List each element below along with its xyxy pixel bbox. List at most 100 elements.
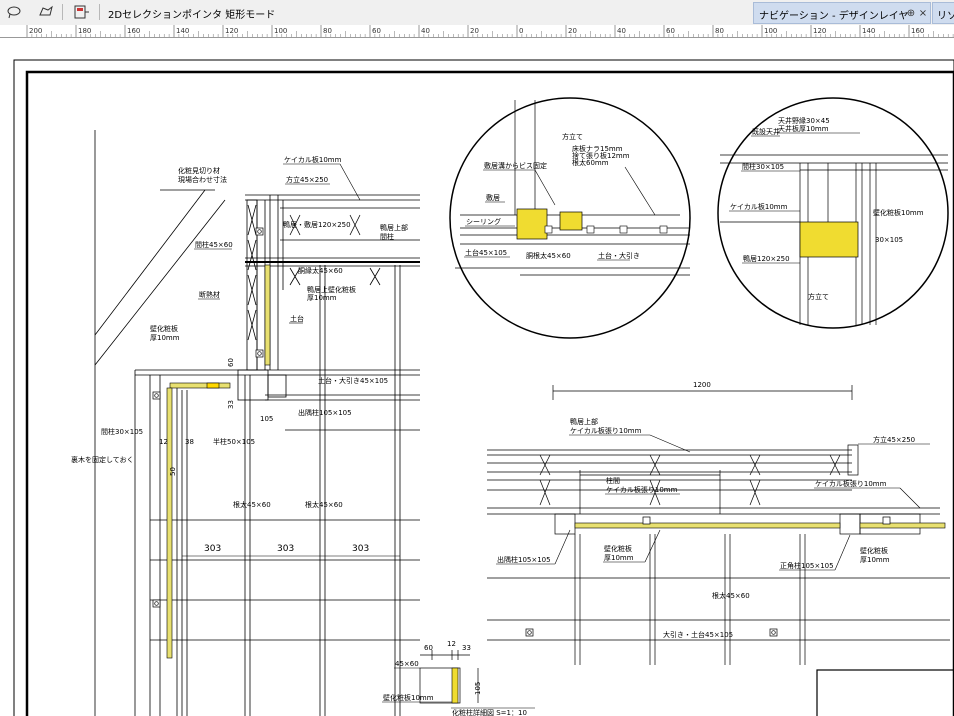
ruler-label: 20 [470, 27, 479, 35]
nedaki-2-label: 根太45×60 [233, 500, 271, 509]
ruler-label: 40 [421, 27, 430, 35]
resource-palette-header[interactable]: リソ [932, 2, 954, 24]
dim-60-label: 60 [227, 358, 235, 367]
ruler-label: 120 [225, 27, 238, 35]
ruler-label: 100 [764, 27, 777, 35]
kamoi-ue-kabe-label-2: 厚10mm [307, 294, 337, 302]
right-section-drawing [487, 385, 954, 716]
r-dim-1200: 1200 [693, 381, 711, 389]
nedaki-3-label: 根太45×60 [305, 500, 343, 509]
sd-size-45-60: 45×60 [395, 660, 419, 668]
keikaru-top-label: ケイカル板10mm [284, 155, 342, 164]
c1-shikii-bisu-label: 敷居溝からビス固定 [484, 161, 547, 170]
c1-yuka-label-1: 床板ナラ15mm [572, 144, 623, 153]
c1-shikii-label: 敷居 [486, 193, 500, 202]
c1-yuka-label-2: 捨て張り板12mm [572, 151, 630, 160]
mabashira-30-label: 間柱30×105 [101, 427, 143, 436]
nedaki-1-label: 胴縁太45×60 [298, 266, 343, 275]
ruler-label: 0 [519, 27, 523, 35]
sd-dim-12: 12 [447, 640, 456, 648]
genba-awase-label: 現場合わせ寸法 [178, 175, 227, 184]
sd-dim-33: 33 [462, 644, 471, 652]
c2-tatedate-label: 方立て [808, 292, 829, 301]
c1-yuka-label-3: 根太60mm [572, 158, 609, 167]
dim-50-label: 50 [169, 467, 177, 476]
polygon-select-button[interactable] [36, 3, 56, 21]
r-kabe-keshou-label-2: 厚10mm [604, 554, 634, 562]
kamoi-ue-label-2: 間柱 [380, 232, 394, 241]
dannetsu-label: 断熱材 [199, 290, 220, 299]
sd-dim-60: 60 [424, 644, 433, 652]
r-kabe-keshou-r-label-1: 壁化粧板 [860, 546, 888, 555]
cad-drawing: 化粧見切り材 現場合わせ寸法 ケイカル板10mm 方立45×250 鴨居・敷居1… [13, 59, 954, 716]
mode-bar: 2Dセレクションポインタ 矩形モード ナビゲーション - デザインレイヤ ⊕ ×… [0, 0, 954, 26]
ruler-label: 160 [127, 27, 140, 35]
navigation-palette-header[interactable]: ナビゲーション - デザインレイヤ ⊕ × [753, 2, 931, 24]
ruler-label: 40 [617, 27, 626, 35]
right-annotations: 1200 鴨居上部 ケイカル板張り10mm 方立45×250 柱間 ケイカル板張… [496, 381, 930, 639]
r-kamoi-ue-label-1: 鴨居上部 [570, 417, 598, 426]
ruler-label: 180 [78, 27, 91, 35]
c1-nedaki-label: 胴根太45×60 [526, 251, 571, 260]
c2-keikaru-label: ケイカル板10mm [730, 202, 788, 211]
c1-tatedate-label: 方立て [562, 132, 583, 141]
close-icon[interactable]: × [918, 7, 928, 19]
r-hashiramauchi-label-1: 柱間 [606, 476, 620, 485]
dim-12-label: 12 [159, 438, 168, 446]
sd-kabe-keshou: 壁化粧板10mm [383, 693, 434, 702]
lasso-select-button[interactable] [4, 3, 24, 21]
sd-caption: 化粧柱詳細図 S=1：10 [452, 708, 527, 716]
dim-303-c: 303 [352, 544, 369, 554]
left-section-drawing [94, 130, 420, 716]
ruler-label: 100 [274, 27, 287, 35]
dim-33-label: 33 [227, 400, 235, 409]
dodai-label: 土台 [290, 314, 304, 323]
anchor-markers-right [525, 516, 891, 637]
dim-105-label: 105 [260, 415, 273, 423]
r-tatedate-label: 方立45×250 [873, 435, 915, 444]
ruler-label: 60 [666, 27, 675, 35]
ruler-label: 80 [323, 27, 332, 35]
c1-dodai-obiki-label: 土台・大引き [598, 251, 640, 260]
dodai-obiki-label: 土台・大引き45×105 [318, 376, 388, 385]
uragi-label: 裏木を固定しておく [71, 455, 134, 464]
kabe-keshou-label-1: 壁化粧板 [150, 324, 178, 333]
polygon-select-icon [39, 5, 53, 16]
dim-303-b: 303 [277, 544, 294, 554]
kabe-keshou-label-2: 厚10mm [150, 334, 180, 342]
c2-kabe-keshou-label: 壁化粧板10mm [873, 208, 924, 217]
c2-tenjo-ita-label: 天井板厚10mm [778, 124, 829, 133]
detail-circle-2: 天井野縁30×45 天井板厚10mm 既設天井 間柱30×105 ケイカル板10… [717, 97, 949, 329]
r-keikaru-right-label: ケイカル板張り10mm [815, 479, 887, 488]
ruler-label: 20 [568, 27, 577, 35]
plane-mode-button[interactable] [72, 3, 92, 21]
c1-dodai-label: 土台45×105 [465, 248, 507, 257]
ruler-label: 120 [813, 27, 826, 35]
c2-dim-30-105-label: 30×105 [875, 236, 903, 244]
r-nedaki-label: 根太45×60 [712, 591, 750, 600]
kamoi-ue-label-1: 鴨居上部 [380, 223, 408, 232]
desumi-label: 出隅柱105×105 [298, 408, 352, 417]
right-finish-boards [574, 522, 946, 529]
sd-dim-105: 105 [474, 682, 482, 695]
c2-mabashira-label: 間柱30×105 [742, 162, 784, 171]
plane-mode-icon [74, 5, 89, 19]
r-kabe-keshou-label-1: 壁化粧板 [604, 544, 632, 553]
pin-icon[interactable]: ⊕ [906, 7, 916, 19]
mabashira-45-label: 間柱45×60 [195, 240, 233, 249]
left-annotations: 化粧見切り材 現場合わせ寸法 ケイカル板10mm 方立45×250 鴨居・敷居1… [71, 155, 408, 557]
anchor-markers-left [152, 227, 264, 608]
drawing-canvas[interactable]: 化粧見切り材 現場合わせ寸法 ケイカル板10mm 方立45×250 鴨居・敷居1… [0, 38, 954, 716]
ruler-label: 200 [29, 27, 42, 35]
resource-palette-title: リソ [937, 11, 954, 22]
navigation-palette-title: ナビゲーション - デザインレイヤ [759, 11, 909, 22]
r-hashiramauchi-label-2: ケイカル板張り10mm [606, 485, 678, 494]
kamoi-ue-kabe-label-1: 鴨居上壁化粧板 [307, 285, 356, 294]
ruler-label: 140 [862, 27, 875, 35]
ruler-label: 140 [176, 27, 189, 35]
c2-kamoi-label: 鴨居120×250 [743, 254, 790, 263]
r-obiki-label: 大引き・土台45×105 [663, 630, 733, 639]
dim-303-a: 303 [204, 544, 221, 554]
